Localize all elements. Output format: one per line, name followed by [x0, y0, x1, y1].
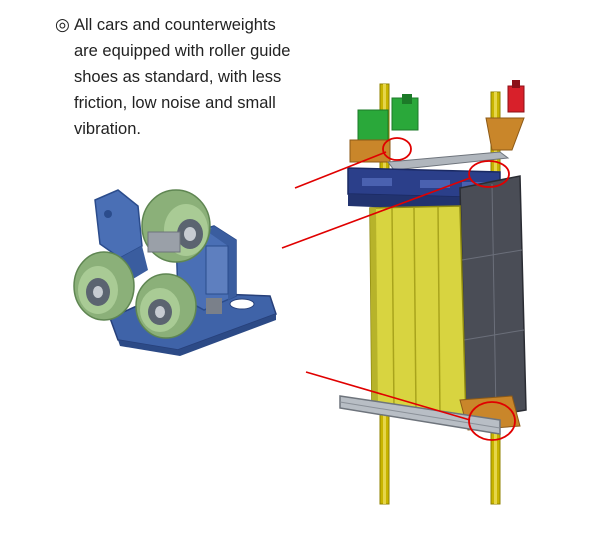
caption-line-1: All cars and counterweights	[74, 16, 276, 34]
callout-circle-bottom	[468, 401, 516, 441]
caption-line-2: are equipped with roller guide	[74, 42, 291, 60]
feature-caption: ◎ All cars and counterweights are equipp…	[55, 12, 355, 142]
bullet-mark: ◎	[55, 15, 70, 34]
caption-line-3: shoes as standard, with less	[74, 68, 282, 86]
car-door-panels	[369, 205, 467, 421]
traction-machine	[349, 94, 419, 163]
roller-wheel	[135, 273, 197, 339]
caption-line-4: friction, low noise and small	[74, 94, 276, 112]
car-side-wall	[459, 175, 527, 421]
callout-circle-top-left	[382, 137, 412, 161]
callout-circle-top-right	[468, 160, 510, 188]
callout-line	[281, 177, 471, 249]
roller-guide-shoe-illustration	[73, 189, 277, 356]
callout-line	[294, 151, 387, 189]
caption-line-5: vibration.	[74, 120, 141, 138]
roller-wheel	[73, 251, 135, 321]
callout-line	[305, 371, 471, 421]
elevator-car-illustration	[281, 80, 527, 505]
brake-unit	[485, 80, 525, 151]
